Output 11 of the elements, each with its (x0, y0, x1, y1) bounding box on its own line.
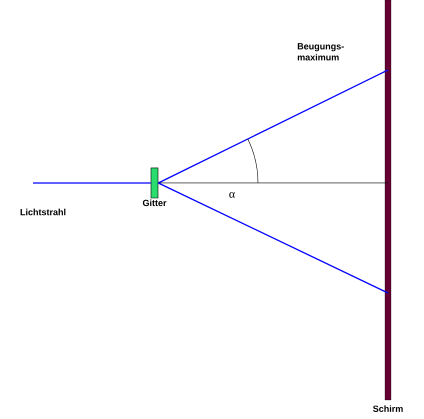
label: Lichtstrahl (20, 208, 66, 216)
node-label: Schirm (373, 405, 403, 412)
grating: Gitter (142, 168, 166, 206)
light-ray (33, 182, 151, 184)
screen: Schirm (373, 0, 403, 412)
angle-label: α (229, 192, 235, 198)
node-label: Gitter (142, 199, 166, 206)
light-ray (158, 182, 388, 184)
light-ray (158, 69, 388, 184)
label: Beugungs- maximum (298, 43, 344, 60)
light-ray (158, 182, 388, 294)
